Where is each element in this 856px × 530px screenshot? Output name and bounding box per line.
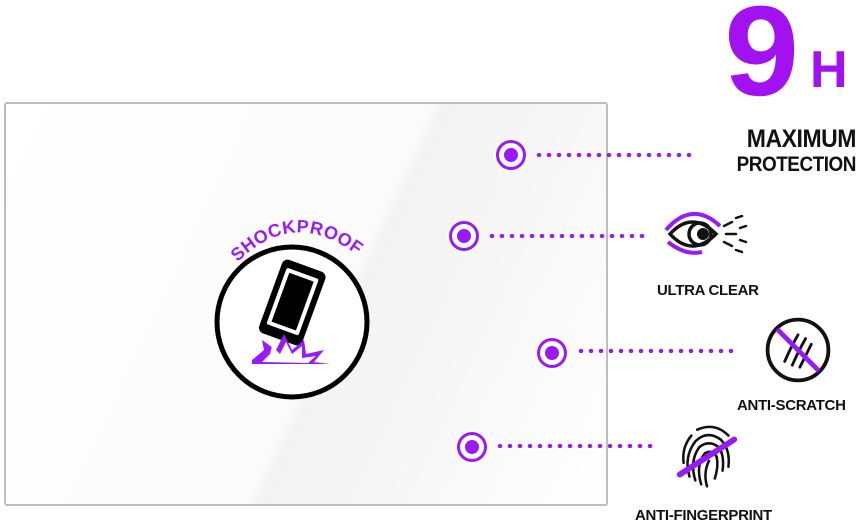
protection-line1: MAXIMUM bbox=[746, 125, 856, 153]
callout-line-ultra-clear bbox=[487, 234, 647, 238]
callout-dot-anti-scratch bbox=[537, 338, 567, 368]
callout-line-hardness bbox=[534, 153, 692, 157]
badge-letter: H bbox=[810, 41, 848, 99]
eye-icon bbox=[664, 211, 748, 255]
callout-dot-anti-fingerprint bbox=[457, 432, 487, 462]
badge-number: 9 bbox=[724, 0, 799, 123]
maximum-protection-label: MAXIMUM PROTECTION bbox=[700, 125, 856, 176]
callout-dot-ultra-clear bbox=[449, 221, 479, 251]
anti-fingerprint-label: ANTI-FINGERPRINT bbox=[635, 507, 772, 524]
anti-scratch-label: ANTI-SCRATCH bbox=[737, 397, 846, 414]
scratch-icon bbox=[765, 317, 831, 383]
fingerprint-icon bbox=[676, 425, 738, 488]
shockproof-emblem: SHOCKPROOF bbox=[200, 200, 390, 410]
9h-badge: 9 H bbox=[720, 0, 856, 123]
phone-impact-icon bbox=[214, 244, 370, 400]
callout-line-anti-scratch bbox=[576, 349, 734, 353]
callout-line-anti-fingerprint bbox=[495, 444, 655, 448]
callout-dot-hardness bbox=[496, 140, 526, 170]
ultra-clear-label: ULTRA CLEAR bbox=[657, 282, 759, 299]
protection-line2: PROTECTION bbox=[736, 153, 856, 176]
